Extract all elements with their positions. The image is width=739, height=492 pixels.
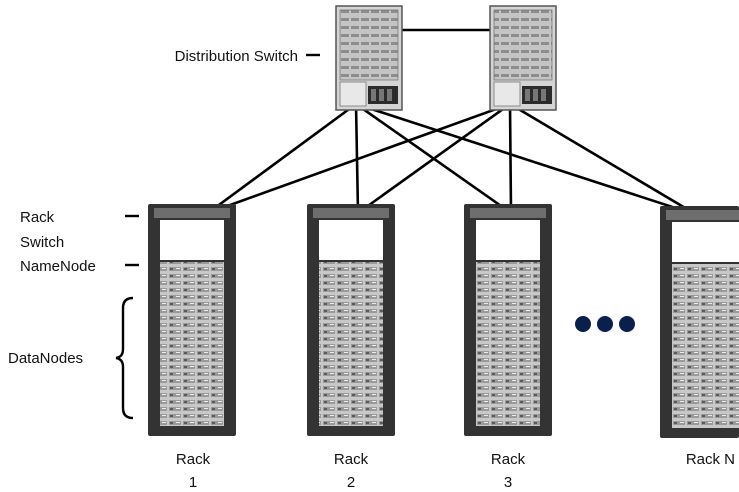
rack-2-number: 2 xyxy=(347,474,355,491)
rack-switch-label-line2: Switch xyxy=(20,234,64,251)
rack-switch xyxy=(154,208,230,218)
ellipsis-dot xyxy=(575,316,591,332)
ellipsis-dot xyxy=(619,316,635,332)
namenode-panel xyxy=(476,220,540,260)
more-racks-ellipsis xyxy=(575,316,635,332)
rack-switch-label-line1: Rack xyxy=(20,209,55,226)
rack-1 xyxy=(148,204,236,436)
link-switch2-rack3 xyxy=(508,103,513,214)
distribution-switch-1 xyxy=(335,5,403,111)
rack-n-label: Rack N xyxy=(686,451,735,468)
datanode-servers xyxy=(319,262,383,426)
distribution-switch-2 xyxy=(489,5,557,111)
rack-switch xyxy=(666,210,739,220)
rack-3-label: Rack xyxy=(491,451,526,468)
namenode-panel xyxy=(160,220,224,260)
rack-2 xyxy=(307,204,395,436)
network-links xyxy=(207,28,698,217)
namenode-panel xyxy=(672,222,739,262)
left-annotations xyxy=(115,53,320,420)
datanode-servers xyxy=(160,262,224,426)
distribution-switch-label: Distribution Switch xyxy=(175,48,298,65)
rack-3 xyxy=(464,204,552,436)
datanode-servers xyxy=(672,264,739,428)
datanode-servers xyxy=(476,262,540,426)
rack-switch xyxy=(470,208,546,218)
link-switch1-rack1 xyxy=(207,102,357,215)
ellipsis-dot xyxy=(597,316,613,332)
namenode-label: NameNode xyxy=(20,258,96,275)
link-switch2-rack1 xyxy=(207,102,511,215)
datanodes-label: DataNodes xyxy=(8,350,83,367)
rack-3-number: 3 xyxy=(504,474,512,491)
rack-1-number: 1 xyxy=(189,474,197,491)
link-switch1-rackN xyxy=(355,102,698,217)
rack-n xyxy=(660,206,739,438)
rack-2-label: Rack xyxy=(334,451,369,468)
rack-switch xyxy=(313,208,389,218)
link-switch2-rackN xyxy=(509,102,698,217)
link-switch2-rack2 xyxy=(357,102,511,215)
namenode-panel xyxy=(319,220,383,260)
rack-1-label: Rack xyxy=(176,451,211,468)
datanodes-brace xyxy=(115,296,134,420)
